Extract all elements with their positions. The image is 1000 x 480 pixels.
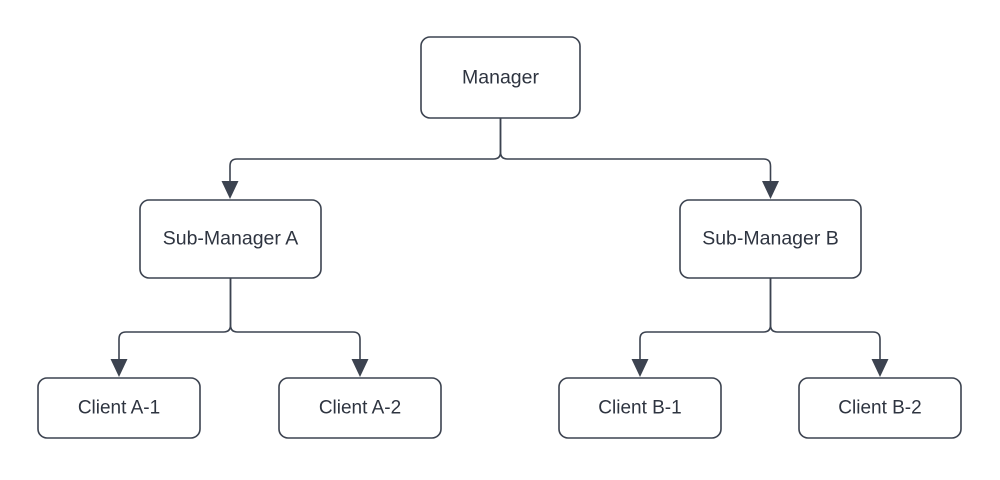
node-client-a-2-box[interactable]: [278, 377, 442, 439]
node-client-b-2[interactable]: Client B-2: [798, 377, 962, 439]
connector-group-manager: [221, 118, 779, 199]
node-client-b-2-box[interactable]: [798, 377, 962, 439]
node-manager-box[interactable]: [420, 36, 581, 119]
connector-sub-manager-b-to-client-b-2: [769, 278, 881, 361]
node-sub-manager-a-label: Sub-Manager A: [163, 228, 299, 250]
connector-sub-manager-b-to-client-b-1: [639, 278, 772, 361]
node-client-b-1-label: Client B-1: [598, 398, 681, 419]
arrowhead-client-a-2: [351, 359, 369, 377]
arrowhead-client-b-1: [631, 359, 649, 377]
node-client-b-1-box[interactable]: [558, 377, 722, 439]
node-sub-manager-b[interactable]: Sub-Manager B: [679, 199, 862, 279]
node-sub-manager-b-label: Sub-Manager B: [702, 228, 839, 250]
node-client-a-2[interactable]: Client A-2: [278, 377, 442, 439]
node-client-a-1-label: Client A-1: [78, 398, 160, 419]
node-sub-manager-a[interactable]: Sub-Manager A: [139, 199, 322, 279]
connector-sub-manager-a-to-client-a-1: [118, 278, 232, 361]
connector-group-sub-manager-a: [110, 278, 369, 377]
arrowhead-sub-manager-a: [221, 181, 239, 199]
arrowhead-client-b-2: [871, 359, 889, 377]
node-manager[interactable]: Manager: [420, 36, 581, 119]
node-sub-manager-a-box[interactable]: [139, 199, 322, 279]
connector-manager-to-sub-manager-b: [499, 118, 772, 183]
node-client-a-1-box[interactable]: [37, 377, 201, 439]
node-manager-label: Manager: [462, 67, 539, 89]
node-sub-manager-b-box[interactable]: [679, 199, 862, 279]
arrowhead-sub-manager-b: [762, 181, 779, 199]
arrowhead-client-a-1: [110, 359, 128, 377]
node-client-a-1[interactable]: Client A-1: [37, 377, 201, 439]
node-client-b-1[interactable]: Client B-1: [558, 377, 722, 439]
connector-sub-manager-a-to-client-a-2: [229, 278, 361, 361]
node-client-a-2-label: Client A-2: [319, 398, 401, 419]
connector-manager-to-sub-manager-a: [229, 118, 502, 183]
node-client-b-2-label: Client B-2: [838, 398, 921, 419]
connector-group-sub-manager-b: [631, 278, 889, 377]
